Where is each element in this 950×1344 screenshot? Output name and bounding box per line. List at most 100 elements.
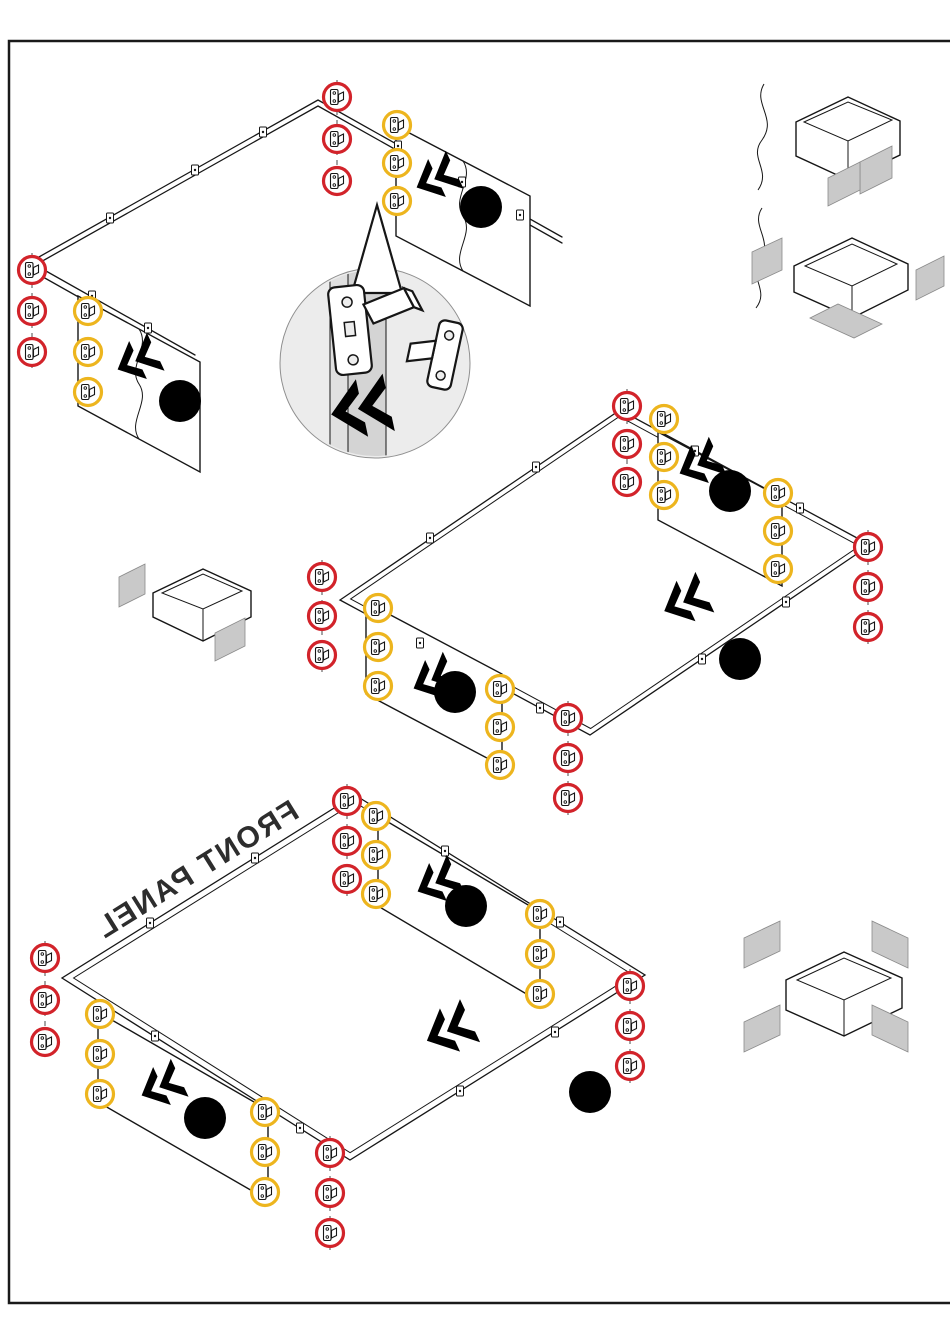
fastener-callout-icon-yellow [484, 673, 516, 705]
step-3-assembly: FRONT PANEL [60, 794, 647, 1202]
thumbnail-box-step1 [756, 83, 901, 207]
fastener-callout-icon-yellow [84, 1038, 116, 1070]
fastener-callout-icon-yellow [84, 998, 116, 1030]
step-1-assembly [26, 99, 563, 474]
fastener-callout-icon-yellow [360, 839, 392, 871]
step-marker-dot-icon [159, 380, 201, 422]
fastener-callout-icon-yellow [762, 553, 794, 585]
fastener-callout-icon-yellow [524, 898, 556, 930]
fastener-callout-icon-red [16, 254, 48, 286]
loose-panel [118, 563, 146, 608]
step-marker-dot-icon [445, 885, 487, 927]
fastener-callout-icon-yellow [762, 477, 794, 509]
mounting-clip-icon [782, 596, 790, 608]
mounting-clip-icon [106, 212, 114, 224]
mounting-clip-icon [144, 322, 152, 334]
fastener-callout-icon-yellow [249, 1096, 281, 1128]
fastener-callout-icon-red [331, 825, 363, 857]
insert-direction-arrow-icon [416, 999, 481, 1063]
detail-pointer [350, 200, 404, 295]
mounting-clip-icon [426, 532, 434, 544]
mounting-clip-icon [698, 653, 706, 665]
fastener-callout-icon-yellow [362, 592, 394, 624]
fastener-callout-icon-yellow [72, 295, 104, 327]
step-marker-dot-icon [709, 470, 751, 512]
fastener-callout-icon-red [611, 390, 643, 422]
mounting-clip-icon [416, 637, 424, 649]
mounting-clip-icon [259, 126, 267, 138]
fastener-callout-icon-yellow [381, 147, 413, 179]
hinge-arm-bracket-icon [405, 319, 464, 391]
fastener-callout-icon-yellow [362, 670, 394, 702]
fastener-callout-icon-red [306, 639, 338, 671]
loose-panel [751, 237, 783, 285]
fastener-callout-icon-red [852, 611, 884, 643]
step-marker-dot-icon [569, 1071, 611, 1113]
step-marker-dot-icon [460, 186, 502, 228]
hinge-mounting-plate-icon [327, 283, 425, 377]
fastener-callout-icon-yellow [360, 800, 392, 832]
loose-panel [827, 161, 861, 207]
fastener-callout-icon-red [611, 466, 643, 498]
fastener-callout-icon-red [552, 702, 584, 734]
fastener-callout-icon-yellow [381, 185, 413, 217]
fastener-callout-icon-red [29, 942, 61, 974]
fastener-callout-icon-yellow [648, 441, 680, 473]
fastener-callout-icon-yellow [249, 1136, 281, 1168]
fastener-callout-icon-red [611, 428, 643, 460]
loose-panel [915, 255, 945, 301]
fastener-callout-icon-red [614, 1010, 646, 1042]
fastener-callout-icon-red [29, 984, 61, 1016]
fastener-callout-icon-yellow [362, 631, 394, 663]
fastener-callout-icon-yellow [360, 878, 392, 910]
mounting-clip-icon [251, 852, 259, 864]
mounting-clip-icon [456, 1085, 464, 1097]
fastener-callout-icon-red [16, 295, 48, 327]
fastener-callout-icon-yellow [524, 978, 556, 1010]
mounting-clip-icon [536, 702, 544, 714]
loose-panel [743, 1004, 781, 1053]
fastener-callout-icon-red [321, 81, 353, 113]
fastener-callout-icon-yellow [72, 336, 104, 368]
loose-panel [871, 920, 909, 969]
fastener-callout-icon-yellow [524, 938, 556, 970]
fastener-callout-icon-red [314, 1217, 346, 1249]
fastener-callout-icon-yellow [484, 749, 516, 781]
fastener-callout-icon-yellow [72, 376, 104, 408]
fastener-callout-icon-red [852, 571, 884, 603]
fastener-callout-icon-red [614, 1050, 646, 1082]
step-2-assembly [338, 409, 872, 768]
mounting-clip-icon [532, 461, 540, 473]
mounting-clip-icon [796, 502, 804, 514]
thumbnail-box-step3 [118, 563, 252, 662]
step-marker-dot-icon [719, 638, 761, 680]
front-panel-label: FRONT PANEL [89, 794, 304, 946]
loose-panel [809, 303, 883, 339]
fastener-callout-icon-yellow [648, 479, 680, 511]
step-marker-dot-icon [184, 1097, 226, 1139]
fastener-callout-icon-red [314, 1177, 346, 1209]
fastener-callout-icon-red [614, 970, 646, 1002]
fastener-callout-icon-red [552, 742, 584, 774]
page-border [7, 39, 950, 1305]
thumbnail-box-step2 [751, 207, 945, 339]
cord-icon [756, 83, 768, 191]
mounting-clip-icon [191, 164, 199, 176]
fastener-callout-icon-red [321, 123, 353, 155]
loose-panel [214, 617, 246, 662]
step-3-panel-left [97, 1010, 269, 1202]
fastener-callout-icon-red [321, 165, 353, 197]
fastener-callout-icon-red [552, 782, 584, 814]
mounting-clip-icon [516, 209, 524, 221]
mounting-clip-icon [441, 845, 449, 857]
thumbnail-box-step4 [743, 920, 909, 1053]
fastener-callout-icon-red [314, 1137, 346, 1169]
fastener-callout-icon-red [331, 785, 363, 817]
mounting-clip-icon [551, 1026, 559, 1038]
loose-panel [871, 1004, 909, 1053]
fastener-callout-icon-yellow [249, 1176, 281, 1208]
fastener-callout-icon-red [331, 863, 363, 895]
fastener-callout-icon-yellow [762, 515, 794, 547]
